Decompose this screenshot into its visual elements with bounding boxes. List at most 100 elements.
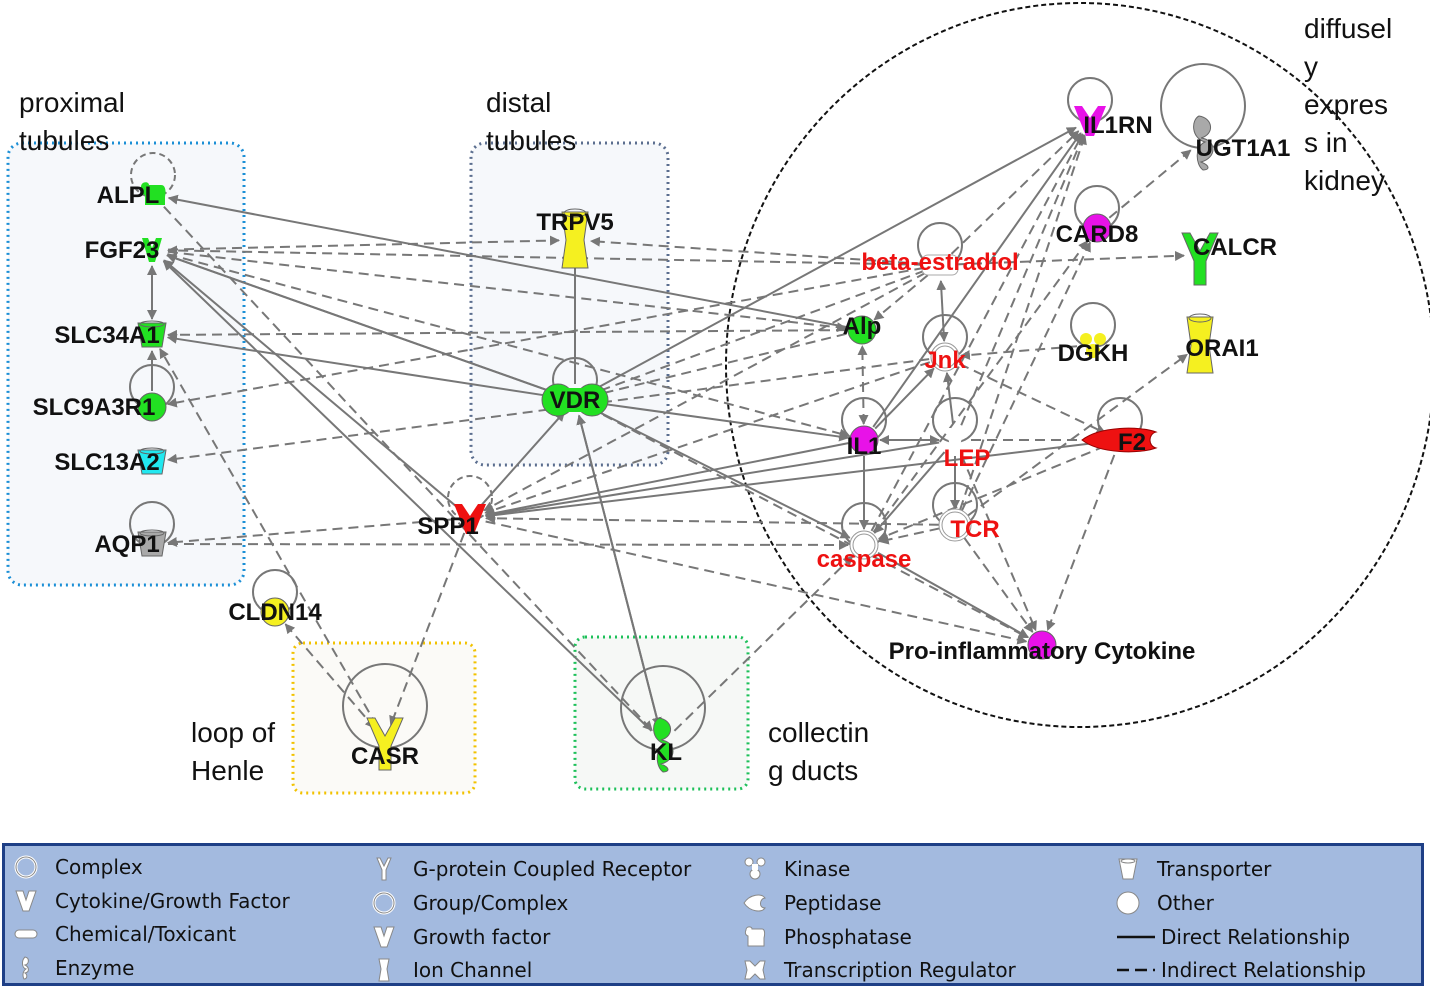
region-label-proximal-tubules: proximal tubules [19, 87, 125, 156]
node-slc13a2[interactable]: SLC13A2 [54, 447, 167, 476]
node-label: KL [650, 739, 682, 766]
node-label: LEP [944, 445, 991, 472]
node-jnk[interactable]: Jnk [924, 342, 966, 374]
transporter-icon [137, 320, 167, 348]
node-aqp1[interactable]: AQP1 [94, 529, 167, 558]
node-dgkh[interactable]: DGKH [1058, 333, 1129, 367]
node-casr[interactable]: CASR [351, 717, 419, 771]
legend-label: Peptidase [784, 891, 882, 915]
kinase-icon [744, 857, 766, 880]
edge-spp1-to-casr [389, 532, 466, 726]
legend-item-enzyme: Enzyme [13, 953, 134, 983]
edge-beta-estradiol-to-vdr [589, 269, 926, 397]
edge-alp-to-slc34a1 [166, 329, 847, 340]
legend-item-growth-factor: Growth factor [371, 922, 550, 952]
edge-vdr-to-caspase [588, 406, 851, 539]
edge-beta-estradiol-to-il1rn [950, 130, 1080, 255]
region-label-diffuse: diffusel y expres s in kidney [1304, 13, 1393, 196]
edge-beta-estradiol-to-fgf23 [166, 245, 925, 266]
edge-beta-estradiol-to-alp [873, 274, 929, 321]
edge-caspase-to-card8 [872, 240, 1089, 533]
node-tcr[interactable]: TCR [938, 508, 1000, 543]
node-lep[interactable]: LEP [944, 428, 991, 472]
legend-label: Growth factor [413, 925, 551, 949]
legend-item-group: Group/Complex [371, 888, 568, 918]
complex-icon [938, 508, 972, 542]
legend-panel: Complex Cytokine/Growth Factor Chemical/… [2, 843, 1424, 986]
edge-il1-to-alp [857, 344, 869, 426]
node-alp[interactable]: Alp [843, 313, 882, 345]
edge-vdr-to-fgf23 [166, 253, 561, 396]
node-label: caspase [817, 546, 912, 573]
node-label: TRPV5 [536, 209, 613, 236]
edge-jnk-to-spp1 [484, 361, 931, 515]
node-label: CALCR [1193, 234, 1277, 261]
node-label: ORAI1 [1185, 335, 1258, 362]
node-f2[interactable]: F2 [1081, 427, 1158, 456]
edge-f2-to-caspase [877, 445, 1106, 541]
node-il1[interactable]: IL1 [847, 425, 882, 460]
chemical-icon [921, 254, 959, 276]
node-card8[interactable]: CARD8 [1056, 213, 1139, 248]
legend-item-transcription-regulator: Transcription Regulator [742, 955, 1016, 985]
edge-alp-to-vdr [589, 332, 847, 399]
edge-beta-estradiol-to-calcr [955, 250, 1186, 266]
node-kl[interactable]: KL [650, 717, 682, 773]
legend-label: Ion Channel [413, 958, 533, 982]
gpcr-icon [366, 717, 404, 771]
edge-vdr-to-il1rn [588, 126, 1077, 394]
node-ugt1a1[interactable]: UGT1A1 [1193, 115, 1291, 171]
cytokine-icon [1074, 106, 1106, 136]
node-label: SLC34A1 [54, 322, 159, 349]
node-label: CARD8 [1056, 221, 1139, 248]
node-slc9a3r1[interactable]: SLC9A3R1 [33, 392, 167, 422]
legend-label: Complex [55, 855, 143, 879]
phosphatase-icon [140, 182, 166, 205]
region-label-collecting-ducts: collectin g ducts [768, 717, 870, 786]
legend-label: Enzyme [55, 956, 135, 980]
edge-tcr-to-spp1 [484, 513, 940, 526]
legend-label: Transcription Regulator [784, 958, 1016, 982]
legend-item-phosphatase: Phosphatase [742, 922, 912, 952]
node-label: IL1RN [1083, 112, 1152, 139]
node-calcr[interactable]: CALCR [1181, 232, 1277, 286]
edge-vdr-to-il1 [590, 401, 850, 442]
group-icon [849, 530, 879, 560]
region-label-loop-of-henle: loop of Henle [191, 717, 276, 786]
edge-dgkh-to-jnk [959, 345, 1078, 360]
growth-factor-icon [373, 926, 395, 948]
node-vdr[interactable]: VDR [541, 383, 609, 417]
node-fgf23[interactable]: FGF23 [85, 237, 162, 264]
transporter-icon [137, 447, 167, 475]
legend-item-direct-relationship: Direct Relationship [1115, 922, 1350, 952]
legend-label: Chemical/Toxicant [55, 922, 237, 946]
self-loop-lep [932, 397, 978, 443]
node-slc34a1[interactable]: SLC34A1 [54, 320, 167, 349]
node-il1rn[interactable]: IL1RN [1074, 106, 1153, 139]
legend-item-peptidase: Peptidase [742, 888, 881, 918]
legend-label: Other [1157, 891, 1214, 915]
edges-layer [147, 126, 1192, 732]
legend-label: Direct Relationship [1161, 925, 1351, 949]
node-cldn14[interactable]: CLDN14 [228, 597, 322, 627]
node-alpl[interactable]: ALPL [97, 182, 166, 209]
other-icon [847, 315, 877, 345]
edge-spp1-to-pro-inflammatory-cytokine [485, 520, 1028, 645]
edge-fgf23-to-alp [167, 250, 848, 333]
node-trpv5[interactable]: TRPV5 [536, 208, 614, 269]
node-caspase[interactable]: caspase [817, 530, 912, 573]
node-spp1[interactable]: SPP1 [417, 504, 486, 540]
legend-label: Phosphatase [784, 925, 912, 949]
region-ellipse-diffuse [725, 2, 1430, 728]
edge-kl-to-vdr [576, 414, 660, 727]
node-orai1[interactable]: ORAI1 [1185, 313, 1259, 374]
node-label: F2 [1118, 429, 1146, 456]
node-proinflammatorycytokine[interactable]: Pro-inflammatory Cytokine [889, 630, 1196, 665]
enzyme-icon [653, 717, 674, 773]
node-label: CLDN14 [228, 599, 322, 626]
node-label: TCR [950, 516, 999, 543]
legend-label: Transporter [1157, 857, 1272, 881]
edge-f2-to-pro-inflammatory-cytokine [1046, 454, 1116, 631]
node-beta-estradiol[interactable]: beta-estradiol [861, 249, 1018, 276]
other-icon [1116, 891, 1140, 915]
